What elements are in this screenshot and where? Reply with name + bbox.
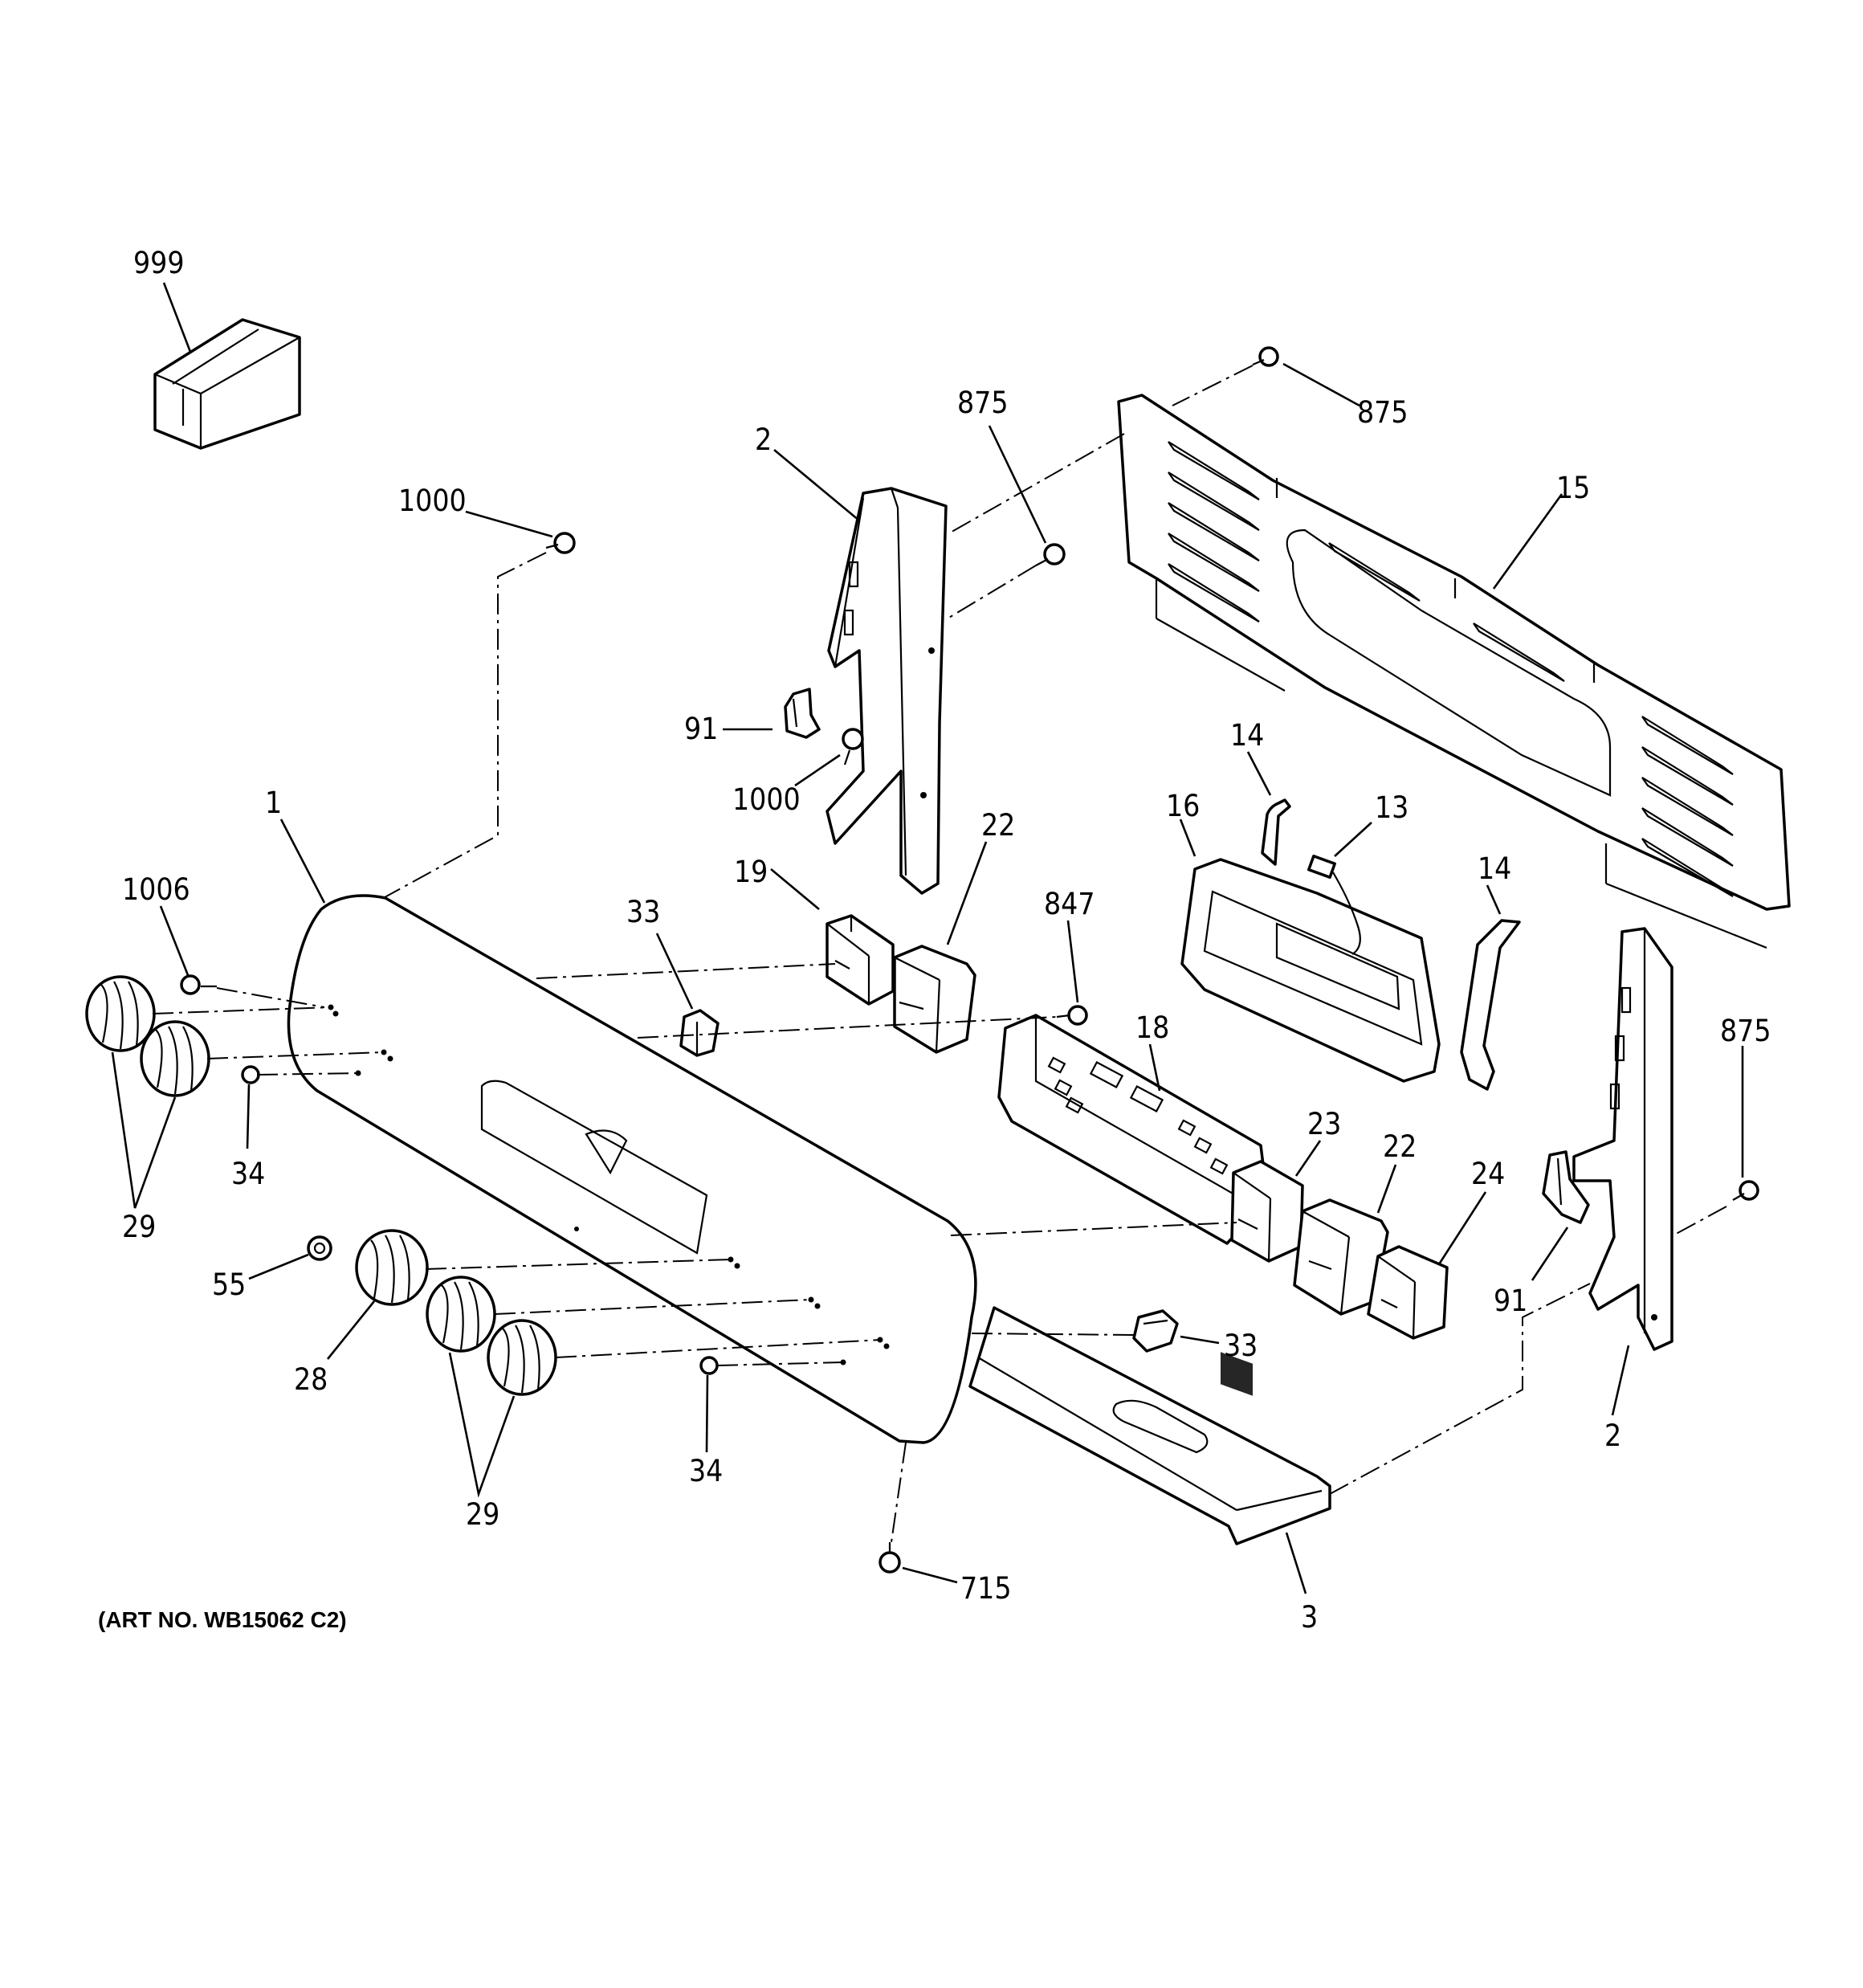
callout-1000-top: 1000 [398,484,467,518]
part-24-switch [1367,1245,1449,1340]
part-91-clip-right [1542,1150,1590,1224]
callout-55: 55 [212,1268,246,1302]
part-22-switch-upper [893,945,976,1054]
callout-999: 999 [133,246,185,280]
part-34-fastener-lower [699,1356,719,1375]
callout-23: 23 [1307,1107,1341,1141]
part-13-wire-harness [1307,855,1361,955]
screw-1000-top [545,532,576,554]
alignment-dots [328,1004,890,1365]
callout-24: 24 [1471,1157,1505,1191]
callout-18: 18 [1135,1010,1169,1045]
screw-715 [879,1542,901,1574]
callout-29-upper: 29 [122,1210,156,1244]
callout-91-left: 91 [684,712,718,746]
callout-16: 16 [1166,789,1200,823]
callout-2-right: 2 [1604,1419,1621,1453]
callout-14-right: 14 [1478,851,1511,886]
part-29-knob-upper-left-2 [140,1020,210,1097]
part-2-left-end-bracket [826,487,948,895]
callout-1000-bracket: 1000 [732,782,801,817]
screw-875-right [1732,1180,1759,1201]
callout-29-lower: 29 [466,1497,499,1532]
part-999-box [153,318,301,450]
callout-28: 28 [294,1362,328,1397]
part-19-switch [826,914,895,1006]
callout-875-top-right: 875 [1357,395,1408,430]
part-15-back-panel [1117,394,1791,949]
callout-1: 1 [265,786,282,820]
part-23-switch [1230,1160,1304,1263]
callout-34-lower: 34 [689,1454,723,1488]
part-33-clip-upper [679,1009,720,1057]
callout-847: 847 [1044,887,1095,921]
screw-847 [1056,1005,1088,1026]
alignment-lines [152,963,1237,1366]
part-1-backsplash-panel [287,894,977,1444]
part-3-trim-strip [968,1306,1331,1545]
part-18-touch-control-board [997,1014,1266,1245]
callout-715: 715 [960,1571,1012,1606]
part-16-control-board [1180,858,1441,1396]
callout-15: 15 [1556,471,1590,505]
callout-3: 3 [1301,1600,1318,1635]
part-29-knob-upper-left-1 [85,975,156,1052]
part-29-knob-lower-1 [426,1276,496,1353]
screw-875-middle [1035,543,1066,566]
screw-1006 [180,974,217,995]
callout-33-upper: 33 [626,895,660,929]
screw-875-top [1252,346,1279,367]
callout-labels: 999 875 875 875 2 2 15 1000 1000 91 91 1… [98,246,1771,1635]
callout-14-left: 14 [1230,718,1264,753]
callout-33-lower: 33 [1224,1329,1258,1363]
part-14-wire-left [1261,798,1291,866]
callout-875-middle: 875 [957,386,1009,420]
part-14-wire-right [1460,919,1521,1091]
part-91-clip-left [784,688,821,739]
part-55-washer [307,1235,332,1261]
part-33-clip-lower [1132,1309,1179,1353]
callout-875-right: 875 [1720,1014,1771,1048]
part-2-right-end-bracket [1572,927,1673,1351]
callout-1006: 1006 [122,872,190,907]
callout-2-left: 2 [755,423,772,457]
callout-13: 13 [1375,790,1408,825]
part-29-knob-lower-2 [487,1319,557,1396]
part-34-fastener-upper [241,1065,260,1084]
part-28-knob [355,1229,429,1306]
callout-19: 19 [734,855,768,889]
callout-91-right: 91 [1494,1284,1527,1318]
callout-34-upper: 34 [231,1157,265,1191]
art-number: (ART NO. WB15062 C2) [98,1607,347,1632]
callout-22-lower: 22 [1383,1129,1417,1164]
screw-1000-bracket [842,728,864,765]
callout-22-upper: 22 [981,808,1015,843]
